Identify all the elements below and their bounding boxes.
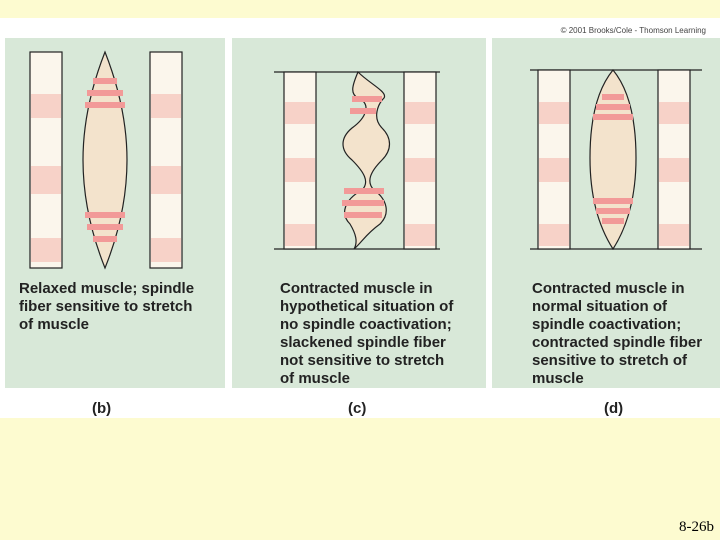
caption-no-coactivation: Contracted muscle in hypothetical situat… <box>280 280 454 387</box>
no-coactivation-illustration <box>274 70 440 250</box>
spindle-fiber-contracted <box>589 69 637 251</box>
panel-relaxed: Relaxed muscle; spindle fiber sensitive … <box>5 38 225 388</box>
panel-label-c: (c) <box>348 400 367 417</box>
caption-relaxed: Relaxed muscle; spindle fiber sensitive … <box>19 280 195 333</box>
panel-label-d: (d) <box>604 400 624 417</box>
extrafusal-fiber-left <box>283 71 317 250</box>
extrafusal-fiber-left <box>537 69 571 250</box>
spindle-fiber-relaxed <box>82 50 128 270</box>
panel-no-coactivation: Contracted muscle in hypothetical situat… <box>232 38 486 388</box>
extrafusal-fiber-right <box>149 51 183 269</box>
extrafusal-fiber-left <box>29 51 63 269</box>
caption-coactivation: Contracted muscle in normal situation of… <box>532 280 703 387</box>
relaxed-muscle-illustration <box>29 50 183 270</box>
slide-number: 8-26b <box>679 519 714 535</box>
spindle-fiber-slackened <box>342 70 391 250</box>
panel-label-b: (b) <box>92 400 112 417</box>
extrafusal-fiber-right <box>657 69 691 250</box>
panel-coactivation: Contracted muscle in normal situation of… <box>492 38 720 388</box>
copyright-notice: © 2001 Brooks/Cole - Thomson Learning <box>560 26 706 35</box>
coactivation-illustration <box>530 69 702 251</box>
extrafusal-fiber-right <box>403 71 437 250</box>
